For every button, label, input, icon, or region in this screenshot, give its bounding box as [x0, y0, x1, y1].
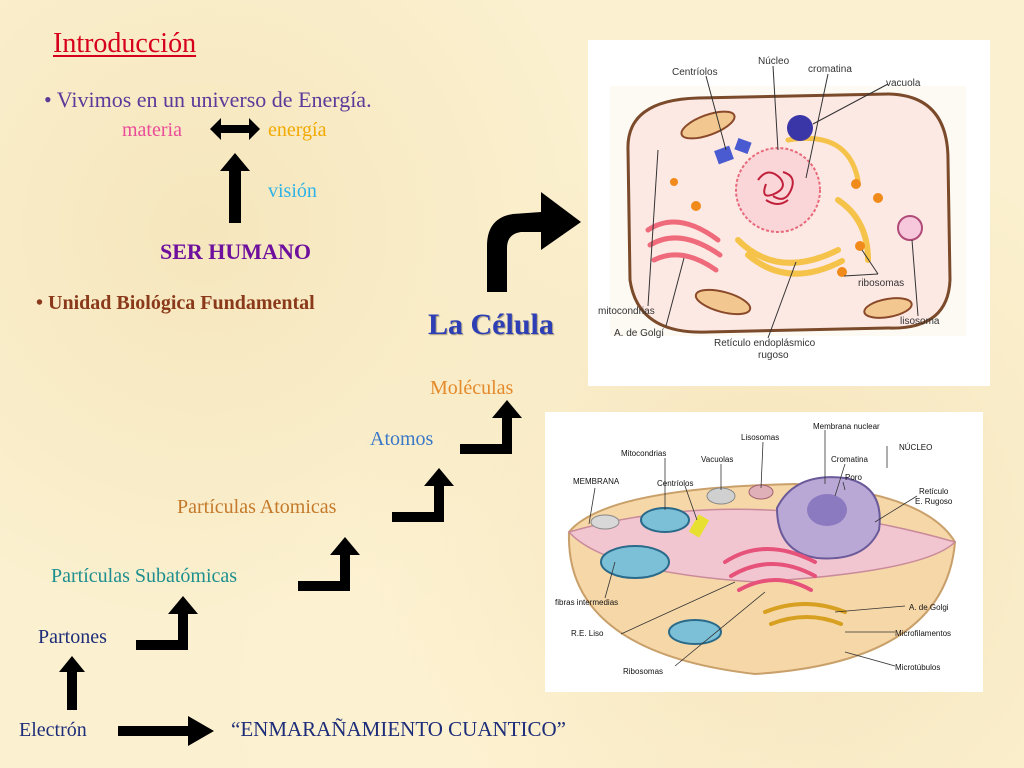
label-entanglement: “ENMARAÑAMIENTO CUANTICO”: [231, 717, 566, 741]
step-arrow-icon: [392, 468, 454, 522]
step-arrow-icon: [298, 537, 360, 591]
label-lisosoma: lisosoma: [900, 316, 940, 327]
label-fibras-intermedias: fibras intermedias: [555, 598, 618, 607]
label-re-liso: R.E. Liso: [571, 629, 604, 638]
cell-cross-section-diagram: Membrana nuclear Lisosomas Mitocondrias …: [545, 412, 983, 692]
label-lisosomas: Lisosomas: [741, 433, 779, 442]
label-atomos: Atomos: [370, 428, 434, 450]
label-ribosomas: ribosomas: [858, 278, 904, 289]
label-reticulo: Retículo: [919, 487, 949, 496]
label-golgi: A. de Golgí: [614, 328, 664, 339]
label-energia: energía: [268, 119, 327, 141]
label-moleculas: Moléculas: [430, 377, 514, 399]
animal-cell-diagram: Centríolos Núcleo cromatina vacuola ribo…: [588, 40, 990, 386]
label-e-rugoso: E. Rugoso: [915, 497, 953, 506]
step-arrow-icon: [460, 400, 522, 454]
label-centriolos: Centríolos: [672, 67, 718, 78]
label-nucleo: Núcleo: [758, 56, 790, 67]
bullet-universe-energy: • Vivimos en un universo de Energía.: [44, 87, 372, 112]
label-microtubulos: Microtúbulos: [895, 663, 940, 672]
label-microfilamentos: Microfilamentos: [895, 629, 951, 638]
label-electron: Electrón: [19, 719, 87, 741]
label-ribosomas: Ribosomas: [623, 667, 663, 676]
label-particulas-subatomicas: Partículas Subatómicas: [51, 565, 238, 587]
label-golgi: A. de Golgi: [909, 603, 949, 612]
label-particulas-atomicas: Partículas Atomicas: [177, 496, 337, 518]
label-rugoso: rugoso: [758, 350, 789, 361]
label-nucleo: NÚCLEO: [899, 443, 932, 452]
label-ser-humano: SER HUMANO: [160, 239, 311, 264]
label-mitocondrias: Mitocondrias: [621, 449, 666, 458]
label-vacuolas: Vacuolas: [701, 455, 733, 464]
label-la-celula: La Célula: [428, 308, 554, 341]
label-vacuola: vacuola: [886, 78, 921, 89]
right-arrow-icon: [118, 716, 214, 746]
label-vision: visión: [268, 180, 317, 202]
up-arrow-icon: [59, 656, 85, 710]
curved-arrow-icon: [487, 192, 581, 292]
label-materia: materia: [122, 119, 182, 141]
slide-title: Introducción: [53, 28, 197, 59]
label-partones: Partones: [38, 626, 107, 648]
double-arrow-icon: [210, 118, 260, 140]
label-cromatina: Cromatina: [831, 455, 868, 464]
label-centriolos: Centríolos: [657, 479, 693, 488]
label-membrana: MEMBRANA: [573, 477, 620, 486]
label-cromatina: cromatina: [808, 64, 852, 75]
label-membrana-nuclear: Membrana nuclear: [813, 422, 880, 431]
step-arrow-icon: [136, 596, 198, 650]
label-mitocondrias: mitocondrias: [598, 306, 655, 317]
label-reticulo: Retículo endoplásmico: [714, 338, 816, 349]
bullet-biological-unit: • Unidad Biológica Fundamental: [36, 292, 315, 314]
label-poro: Poro: [845, 473, 862, 482]
up-arrow-icon: [220, 153, 250, 223]
